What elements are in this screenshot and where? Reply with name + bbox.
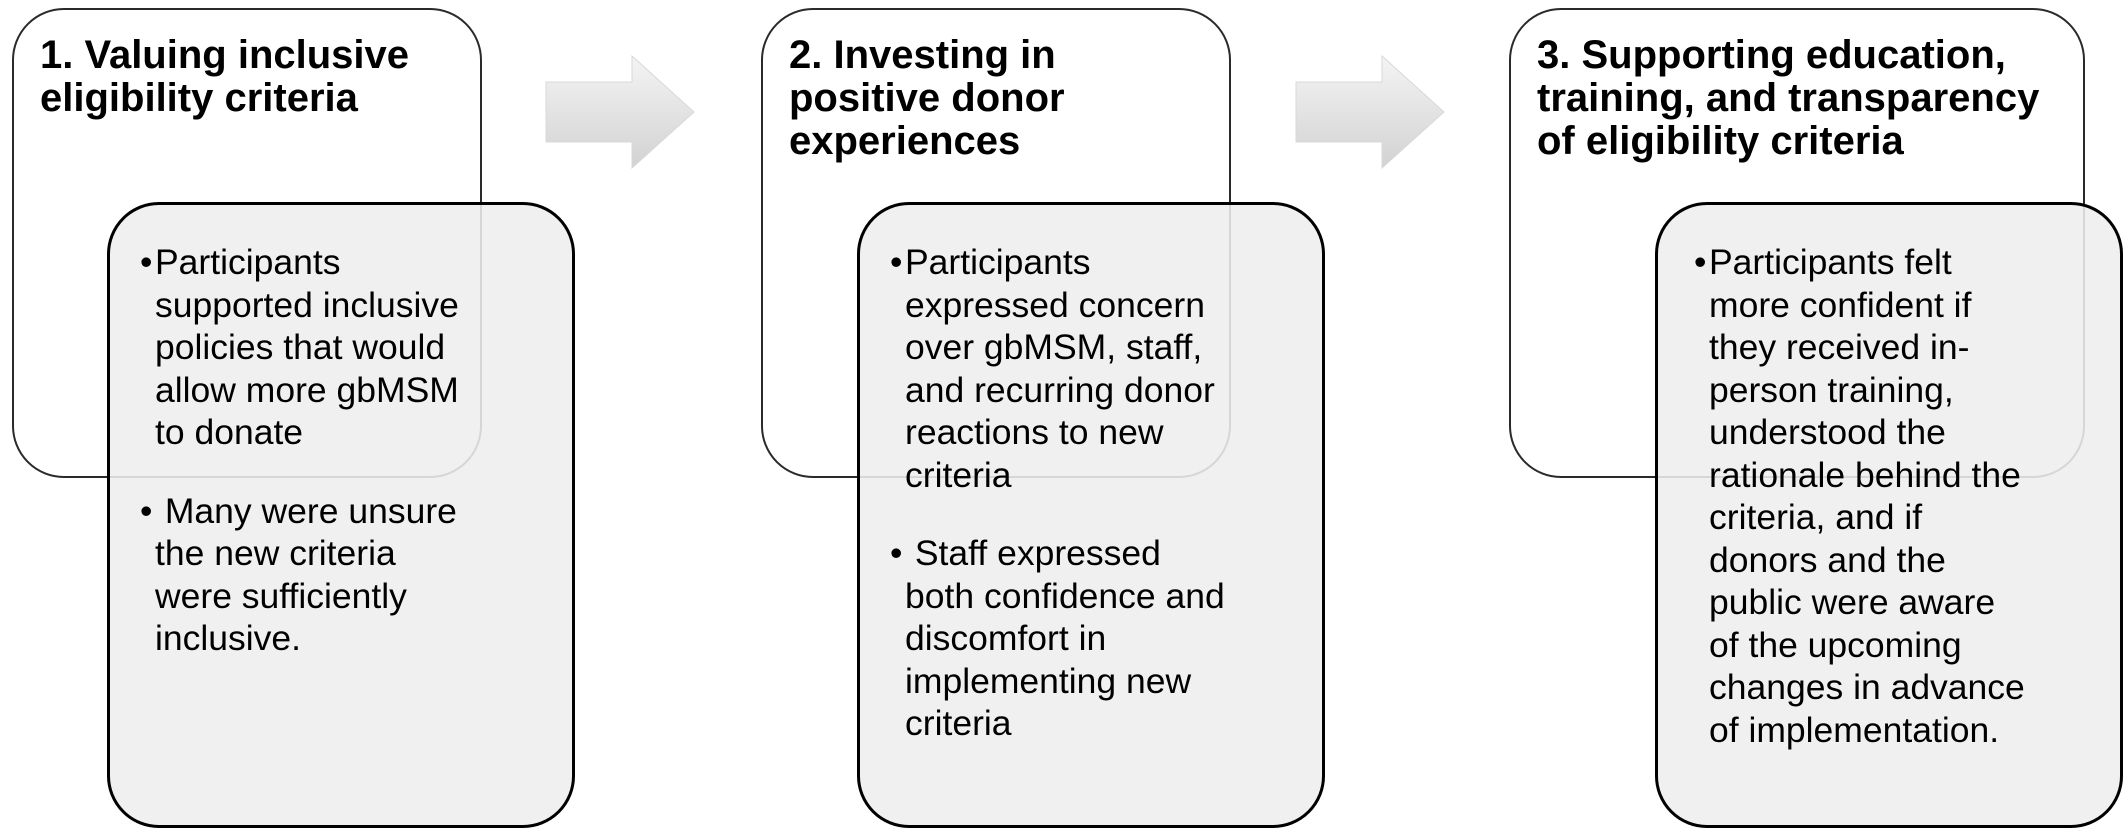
stage-2-detail-box: • Participants expressed concern over gb… xyxy=(857,202,1325,828)
bullet-line: Many were unsure xyxy=(155,490,457,531)
stage-1-title-line: 1. Valuing inclusive xyxy=(40,33,410,77)
stage-3-detail-box: • Participants felt more confident if th… xyxy=(1655,202,2123,828)
bullet-line: expressed concern xyxy=(905,284,1205,325)
bullet-line: Participants xyxy=(155,242,341,282)
bullet-line: supported inclusive xyxy=(155,284,459,325)
bullet-line: Participants felt xyxy=(1709,242,1952,282)
bullet-line: criteria, and if xyxy=(1709,497,1923,537)
bullet-line: of implementation. xyxy=(1709,709,2000,750)
stage-3-title: 3. Supporting education, training, and t… xyxy=(1537,34,2039,163)
stage-1-bullet-2: • Many were unsure the new criteria were… xyxy=(140,490,562,660)
stage-2-bullet-1: • Participants expressed concern over gb… xyxy=(890,241,1312,496)
bullet-dot: • xyxy=(890,242,903,282)
stage-3-title-line: of eligibility criteria xyxy=(1537,119,1904,163)
bullet-line: rationale behind the xyxy=(1709,454,2021,495)
bullet-dot: • xyxy=(140,242,153,282)
stage-1-title: 1. Valuing inclusive eligibility criteri… xyxy=(40,34,409,120)
arrow-1-to-2 xyxy=(545,54,695,170)
bullet-line: discomfort in xyxy=(905,618,1107,658)
stage-1-box: 1. Valuing inclusive eligibility criteri… xyxy=(12,8,482,478)
stage-3-bullet-1: • Participants felt more confident if th… xyxy=(1694,241,2110,751)
bullet-line: they received in- xyxy=(1709,327,1970,367)
bullet-line: reactions to new xyxy=(905,412,1164,452)
bullet-line: the new criteria xyxy=(155,533,396,573)
stage-2-bullet-list: • Participants expressed concern over gb… xyxy=(890,241,1312,745)
bullet-line: public were aware xyxy=(1709,582,1996,622)
bullet-line: criteria xyxy=(905,703,1012,743)
stage-3-title-line: training, and transparency xyxy=(1537,76,2040,120)
arrow-2-to-3 xyxy=(1295,54,1445,170)
bullet-line: of the upcoming xyxy=(1709,624,1962,665)
bullet-line: criteria xyxy=(905,454,1012,495)
bullet-line: allow more gbMSM xyxy=(155,369,459,410)
bullet-line: and recurring donor xyxy=(905,369,1215,410)
stage-2-title-line: positive donor xyxy=(789,76,1065,120)
bullet-line: changes in advance xyxy=(1709,667,2025,707)
bullet-dot: • xyxy=(890,533,903,573)
stage-1-title-line: eligibility criteria xyxy=(40,76,358,120)
bullet-line: Staff expressed xyxy=(905,533,1161,573)
stage-1-detail-box: • Participants supported inclusive polic… xyxy=(107,202,575,828)
stage-2-title-line: experiences xyxy=(789,119,1021,163)
stage-2-title-line: 2. Investing in xyxy=(789,33,1056,77)
stage-1-bullet-list: • Participants supported inclusive polic… xyxy=(140,241,562,660)
bullet-line: person training, xyxy=(1709,369,1954,410)
bullet-line: inclusive. xyxy=(155,618,302,658)
bullet-dot: • xyxy=(1694,242,1707,282)
stage-3-title-line: 3. Supporting education, xyxy=(1537,33,2006,77)
stage-1-bullet-1: • Participants supported inclusive polic… xyxy=(140,241,562,454)
stage-2-bullet-2: • Staff expressed both confidence and di… xyxy=(890,532,1312,745)
bullet-line: more confident if xyxy=(1709,284,1972,325)
bullet-dot: • xyxy=(140,490,153,531)
bullet-line: over gbMSM, staff, xyxy=(905,327,1203,367)
stage-3-bullet-list: • Participants felt more confident if th… xyxy=(1694,241,2110,751)
bullet-line: both confidence and xyxy=(905,575,1225,616)
bullet-line: understood the xyxy=(1709,412,1946,452)
bullet-line: Participants xyxy=(905,242,1091,282)
stage-2-title: 2. Investing in positive donor experienc… xyxy=(789,34,1065,163)
bullet-line: donors and the xyxy=(1709,539,1946,580)
bullet-line: were sufficiently xyxy=(155,575,407,616)
bullet-line: implementing new xyxy=(905,660,1192,701)
bullet-line: to donate xyxy=(155,412,304,452)
bullet-line: policies that would xyxy=(155,327,446,367)
